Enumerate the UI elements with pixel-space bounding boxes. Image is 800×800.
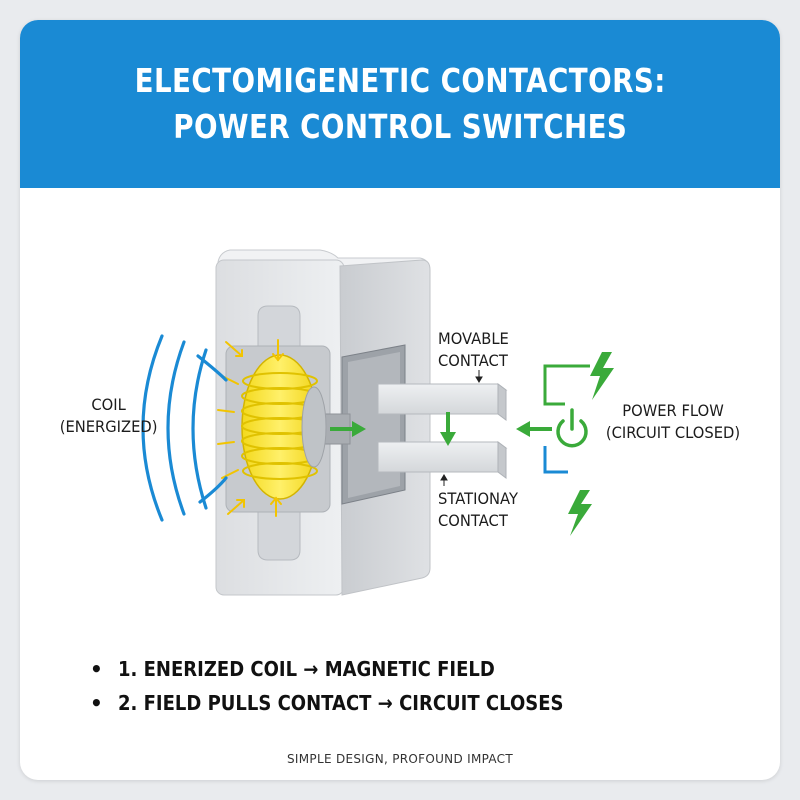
step-item: • 1. ENERIZED COIL → MAGNETIC FIELD bbox=[90, 652, 613, 686]
lightning-bolt-icon bbox=[568, 490, 592, 536]
page-title-line-2: POWER CONTROL SWITCHES bbox=[172, 107, 628, 146]
movable-contact-label-line-2: CONTACT bbox=[438, 351, 508, 370]
circuit-wire-lower bbox=[543, 446, 568, 474]
contactor-diagram bbox=[141, 249, 614, 596]
movable-contact-label: MOVABLE CONTACT bbox=[438, 328, 509, 372]
step-item: • 2. FIELD PULLS CONTACT → CIRCUIT CLOSE… bbox=[90, 686, 613, 720]
bullet-icon: • bbox=[90, 657, 103, 681]
step-text: 2. FIELD PULLS CONTACT → CIRCUIT CLOSES bbox=[118, 691, 564, 715]
infographic-card: ELECTOMIGENETIC CONTACTORS: POWER CONTRO… bbox=[20, 20, 780, 780]
coil-winding bbox=[241, 354, 327, 500]
power-flow-arrows bbox=[330, 412, 552, 446]
circuit-wire bbox=[543, 364, 590, 406]
field-arrows bbox=[217, 339, 284, 517]
stationary-contact-label-line-1: STATIONAY bbox=[438, 489, 518, 508]
arrow-icon bbox=[516, 421, 552, 437]
page-title-line-1: ELECTOMIGENETIC CONTACTORS: bbox=[134, 61, 666, 100]
magnetic-field-lines bbox=[141, 334, 228, 522]
arrow-icon bbox=[330, 421, 366, 437]
stationary-contact-label-line-2: CONTACT bbox=[438, 511, 508, 530]
stationary-contact-bar bbox=[376, 441, 508, 479]
lightning-bolt-icon bbox=[590, 352, 614, 400]
movable-contact-label-line-1: MOVABLE bbox=[438, 329, 509, 348]
footer-tagline: SIMPLE DESIGN, PROFOUND IMPACT bbox=[287, 752, 513, 766]
label-pointers bbox=[440, 370, 483, 486]
coil-label-line-1: COIL bbox=[91, 395, 126, 414]
power-flow-label: POWER FLOW (CIRCUIT CLOSED) bbox=[604, 400, 742, 444]
step-text: 1. ENERIZED COIL → MAGNETIC FIELD bbox=[118, 657, 495, 681]
steps-list: • 1. ENERIZED COIL → MAGNETIC FIELD • 2.… bbox=[90, 652, 613, 720]
coil-label: COIL (ENERGIZED) bbox=[58, 394, 159, 438]
power-flow-label-line-1: POWER FLOW bbox=[622, 401, 724, 420]
stationary-contact-label: STATIONAY CONTACT bbox=[438, 488, 518, 532]
coil-label-line-2: (ENERGIZED) bbox=[59, 417, 158, 436]
power-flow-label-line-2: (CIRCUIT CLOSED) bbox=[605, 423, 741, 442]
power-icon bbox=[556, 408, 588, 448]
bullet-icon: • bbox=[90, 691, 103, 715]
movable-contact-bar bbox=[376, 383, 508, 421]
header-banner: ELECTOMIGENETIC CONTACTORS: POWER CONTRO… bbox=[20, 20, 780, 188]
arrow-icon bbox=[440, 412, 456, 446]
